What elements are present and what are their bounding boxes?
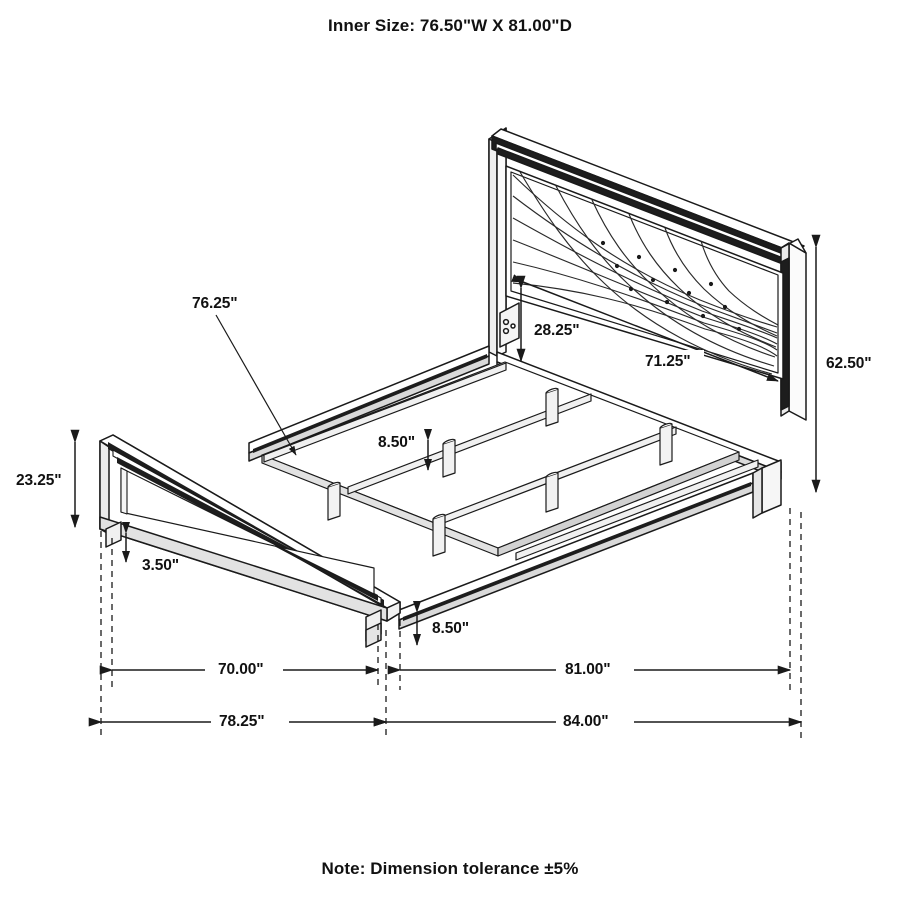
page-title: Inner Size: 76.50"W X 81.00"D: [328, 16, 572, 35]
dim-label-panel-height: 28.25": [534, 322, 580, 339]
leader-line-inner-width: [215, 314, 297, 456]
footboard-panel-left-return: [120, 467, 128, 515]
support-leg-4-cap: [545, 387, 559, 394]
bracket-hole-right: [510, 323, 516, 329]
dim-label-inner-width: 76.25": [192, 295, 238, 312]
support-leg-3: [442, 439, 456, 478]
extension-lines: [100, 508, 802, 740]
dim-label-headboard-height: 62.50": [826, 355, 872, 372]
bracket-hole-upper: [502, 318, 510, 326]
support-leg-6: [659, 423, 673, 466]
footboard-bottom-rail: [99, 516, 388, 622]
support-leg-3-cap: [442, 438, 456, 445]
support-leg-1: [327, 482, 341, 521]
slat-cross-3: [263, 362, 507, 463]
slat-support-legs: [327, 387, 673, 557]
bracket-hole-lower: [502, 327, 510, 335]
slat-cross-4: [515, 459, 759, 561]
dim-label-bed-length-outer: 84.00": [563, 713, 609, 730]
dim-label-footboard-clearance: 3.50": [142, 557, 180, 574]
label-backdrops: [205, 350, 704, 734]
support-leg-5: [545, 472, 559, 513]
support-leg-2-cap: [432, 513, 446, 520]
support-leg-6-cap: [659, 422, 673, 429]
headboard-left-post-face: [488, 138, 498, 357]
head-side-rail-bead: [253, 354, 487, 453]
footboard-assembly: [99, 434, 401, 648]
center-beam-right-edge: [497, 451, 740, 557]
footboard-right-foot-base: [365, 622, 382, 648]
footboard-moulding-3: [117, 457, 378, 601]
bed-frame-assembly: [248, 345, 782, 630]
right-rail-leg-side: [761, 459, 782, 514]
front-side-rail-bead: [403, 482, 751, 621]
support-leg-2: [432, 514, 446, 557]
dim-label-footboard-span: 70.00": [218, 661, 264, 678]
right-rail-leg-face: [752, 467, 763, 519]
dim-label-slat-support-front: 8.50": [432, 620, 470, 637]
slat-cross-1: [347, 393, 592, 495]
dim-label-slat-support-center: 8.50": [378, 434, 416, 451]
dim-label-footboard-span-outer: 78.25": [219, 713, 265, 730]
dim-label-bed-length-inner: 81.00": [565, 661, 611, 678]
dim-label-panel-width: 71.25": [645, 353, 691, 370]
support-leg-4: [545, 388, 559, 427]
headboard-right-post-cap: [780, 238, 807, 254]
footboard-left-foot: [105, 521, 122, 548]
support-leg-5-cap: [545, 471, 559, 478]
dim-line-panel-width: [511, 274, 779, 382]
dim-label-footboard-height: 23.25": [16, 472, 62, 489]
tolerance-note: Note: Dimension tolerance ±5%: [321, 859, 579, 878]
headboard-right-post-side: [788, 242, 807, 421]
support-leg-1-cap: [327, 481, 341, 488]
